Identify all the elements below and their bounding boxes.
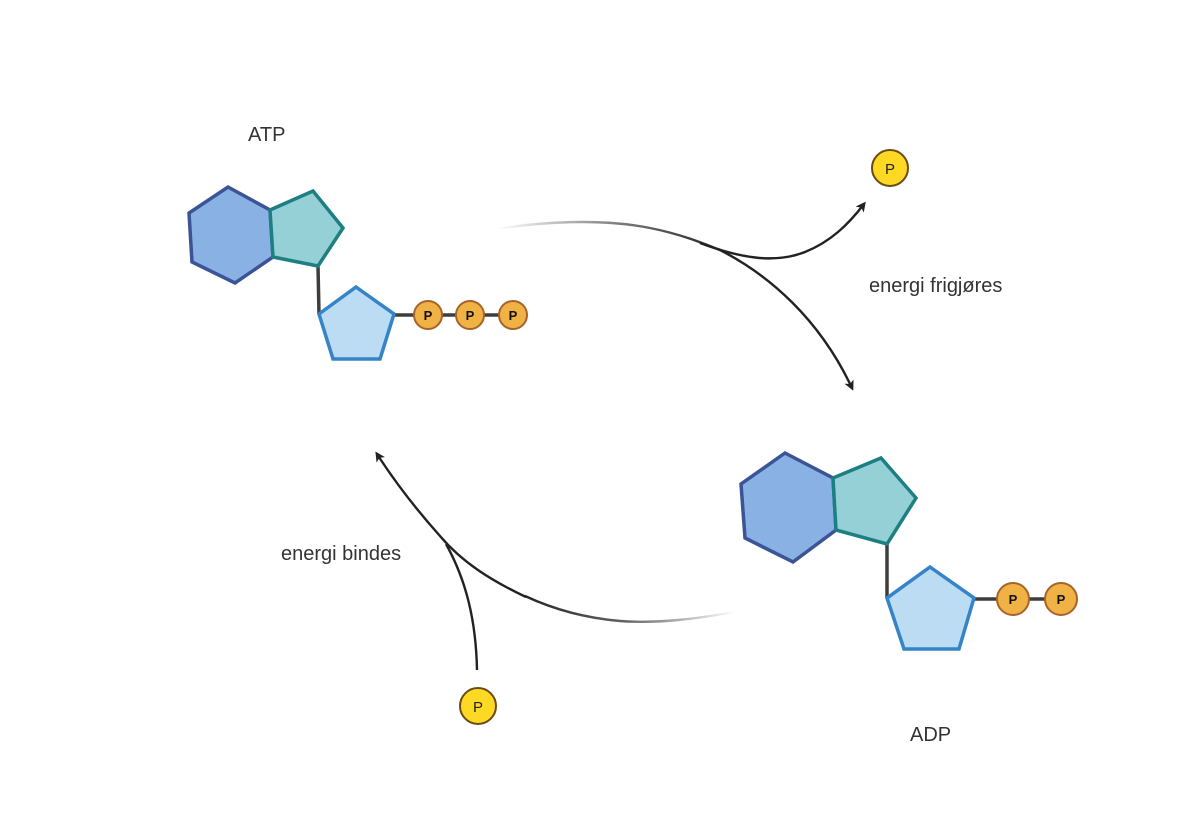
reverse-arrow-group (375, 451, 736, 671)
synthesis-arrow-to-atp (375, 451, 527, 599)
hydrolysis-arrow-faded-start (496, 220, 721, 252)
atp-phosphate-2: P (455, 300, 485, 330)
adp-adenine-hexagon (739, 450, 838, 565)
phosphate-symbol: P (1057, 592, 1066, 607)
hydrolysis-arrow-to-adp (717, 247, 854, 391)
phosphate-symbol: P (885, 161, 895, 178)
energy-released-label: energi frigjøres (869, 275, 1002, 297)
adp-phosphate-1: P (996, 582, 1030, 616)
incoming-phosphate: P (459, 687, 497, 725)
atp-adenine-hexagon (187, 184, 275, 286)
phosphate-symbol: P (473, 699, 483, 716)
adp-phosphate-2: P (1044, 582, 1078, 616)
atp-phosphate-3: P (498, 300, 528, 330)
adp-adenine-pentagon (831, 455, 919, 547)
adp-molecule: P P (739, 450, 1078, 651)
adp-ribose-pentagon (884, 564, 977, 651)
phosphate-binding-arrow (444, 543, 479, 671)
adp-label: ADP (910, 724, 951, 746)
atp-label: ATP (248, 124, 285, 146)
phosphate-symbol: P (466, 308, 475, 323)
phosphate-symbol: P (509, 308, 518, 323)
synthesis-arrow-faded-start (524, 594, 736, 623)
atp-adenine-pentagon (268, 188, 346, 268)
atp-phosphate-1: P (413, 300, 443, 330)
atp-ribose-pentagon (316, 284, 397, 361)
phosphate-symbol: P (424, 308, 433, 323)
atp-glycosidic-bond (316, 265, 321, 315)
released-phosphate: P (871, 149, 909, 187)
energy-bound-label: energi bindes (281, 543, 401, 565)
atp-molecule: P P P (187, 184, 528, 361)
forward-arrow-group (496, 201, 866, 391)
phosphate-release-arrow (699, 201, 866, 260)
phosphate-symbol: P (1009, 592, 1018, 607)
